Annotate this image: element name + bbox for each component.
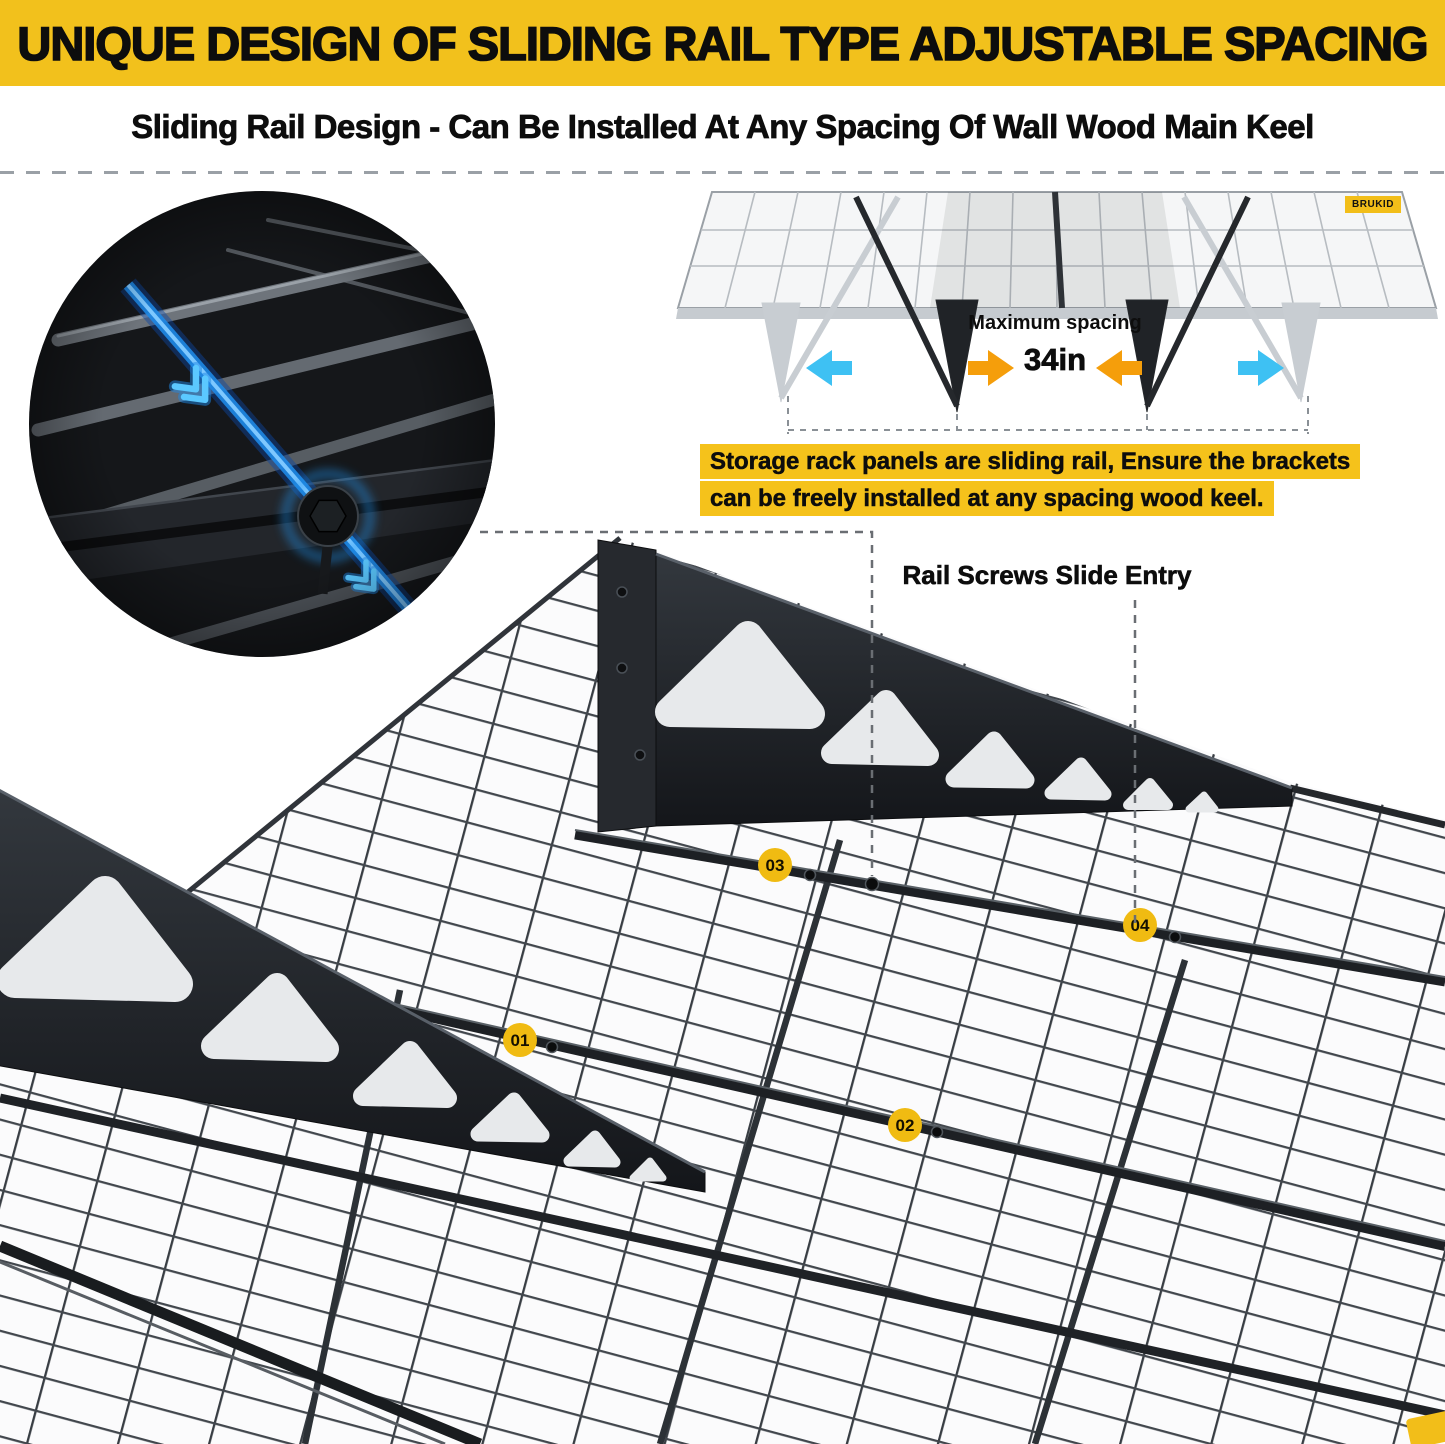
rack-underside-drawing — [676, 191, 1438, 434]
marker-badge-03: 03 — [758, 848, 792, 882]
marker-badge-02: 02 — [888, 1108, 922, 1142]
marker-label: 02 — [896, 1116, 915, 1135]
marker-badge-04: 04 — [1123, 908, 1157, 942]
max-spacing-label: Maximum spacing — [968, 312, 1142, 334]
zoom-circle — [29, 191, 495, 657]
marker-label: 04 — [1131, 916, 1150, 935]
note-line-2: can be freely installed at any spacing w… — [700, 481, 1274, 516]
center-panel — [930, 192, 1180, 308]
bracket-left — [853, 195, 979, 413]
center-spine — [1052, 191, 1065, 309]
subheader-text: Sliding Rail Design - Can Be Installed A… — [131, 108, 1315, 146]
wall-bracket-front — [0, 788, 706, 1193]
page-title: UNIQUE DESIGN OF SLIDING RAIL TYPE ADJUS… — [17, 16, 1430, 71]
note-line-1: Storage rack panels are sliding rail, En… — [700, 444, 1361, 479]
marker-label: 03 — [766, 856, 785, 875]
header-banner: UNIQUE DESIGN OF SLIDING RAIL TYPE ADJUS… — [0, 0, 1445, 86]
measure-dashes — [787, 396, 1309, 434]
grid-lines — [690, 191, 1424, 309]
cyan-arrow-right-icon — [1238, 350, 1284, 386]
rack-photo: 01 02 03 04 — [0, 536, 1445, 1444]
corner-badge-clipped — [1406, 1407, 1445, 1444]
brand-badge: BRUKID — [1345, 196, 1401, 213]
bracket-right — [1125, 195, 1251, 413]
ghost-bracket-left — [761, 195, 901, 403]
marker-label: 01 — [511, 1031, 530, 1050]
marker-badge-01: 01 — [503, 1023, 537, 1057]
vignette — [29, 191, 495, 657]
cyan-arrow-left-icon — [806, 350, 852, 386]
wall-bracket-rear — [597, 539, 1293, 833]
orange-arrow-left-icon — [1096, 350, 1142, 386]
orange-arrow-right-icon — [968, 350, 1014, 386]
ghost-bracket-right — [1181, 195, 1321, 403]
dashed-divider — [0, 171, 1445, 174]
note-block: Storage rack panels are sliding rail, En… — [700, 444, 1361, 518]
spacing-value: 34in — [1023, 342, 1087, 378]
subheader: Sliding Rail Design - Can Be Installed A… — [0, 86, 1445, 168]
